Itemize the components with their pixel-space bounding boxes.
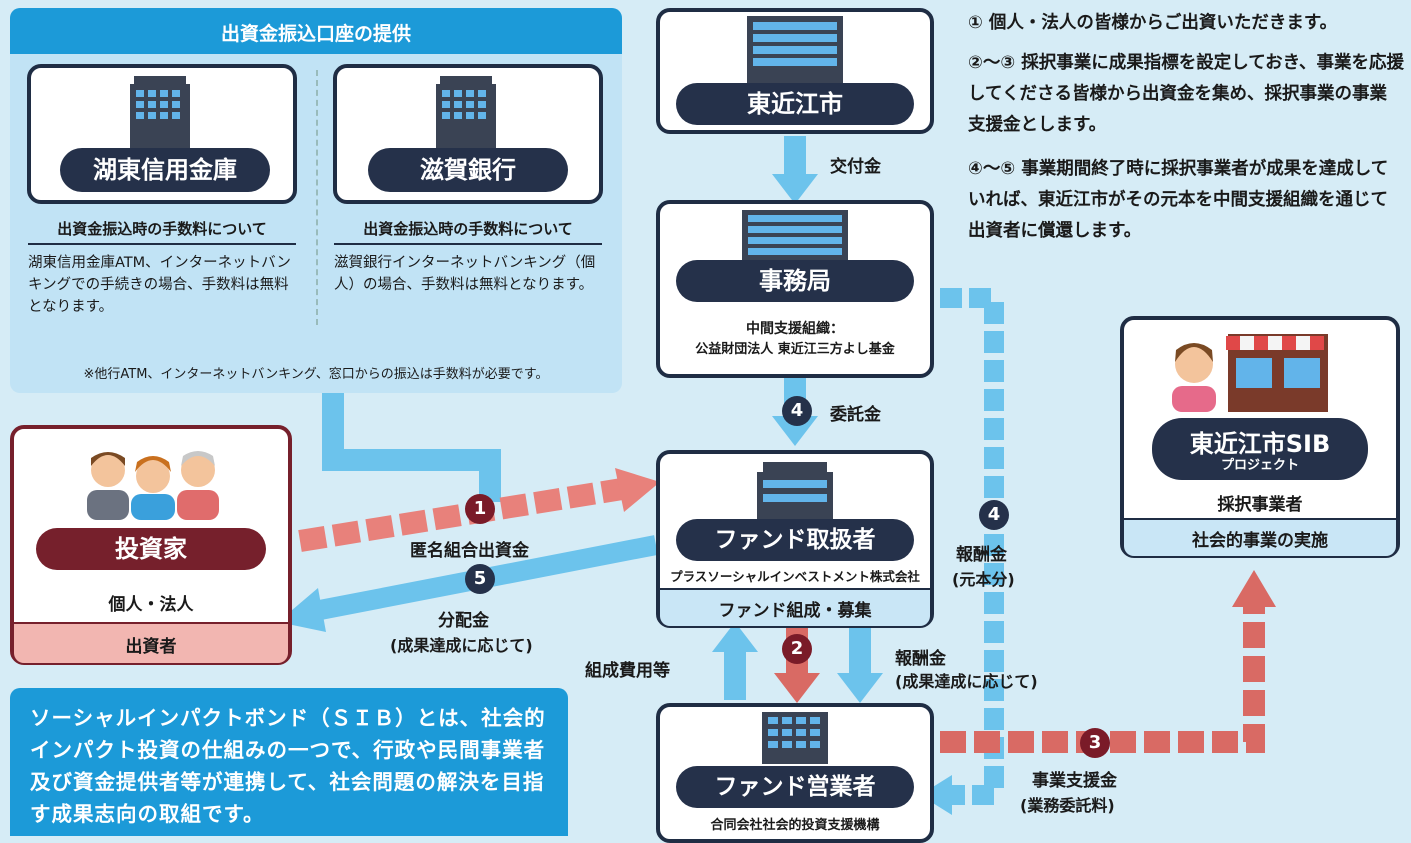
explanation-2: ②～③ 採択事業に成果指標を設定しておき、事業を応援してくださる皆様から出資金を… [968, 53, 1404, 135]
secretariat-sub2: 公益財団法人 東近江三方よし基金 [695, 342, 895, 357]
shop-owner-icon [1172, 334, 1328, 412]
bank-building-icon [130, 76, 190, 156]
marker-3: 3 [1080, 728, 1110, 758]
fee-text-shiga: 滋賀銀行インターネットバンキング（個人）の場合、手数料は無料となります。 [334, 255, 596, 293]
marker-1: 1 [465, 494, 495, 524]
bank-name-shiga: 滋賀銀行 [368, 148, 568, 192]
principal-note: (元本分) [952, 570, 1015, 589]
city-hall-icon [747, 16, 843, 86]
project-footer: 社会的事業の実施 [1192, 531, 1328, 551]
fee-heading-koto: 出資金振込時の手数料について [28, 218, 296, 245]
investor-sub: 個人・法人 [108, 595, 194, 615]
project-label-line1: 東近江市SIB [1189, 430, 1331, 458]
support-label: 事業支援金 [1032, 771, 1117, 791]
fund-handler-footer-band [660, 588, 930, 626]
grant-label: 交付金 [830, 157, 881, 177]
marker-4: 4 [782, 396, 812, 426]
sib-definition-text: ソーシャルインパクトボンド（ＳＩＢ）とは、社会的インパクト投資の仕組みの一つで、… [30, 706, 546, 826]
project-label-line2: プロジェクト [1220, 458, 1299, 473]
consign-label: 委託金 [830, 405, 881, 425]
anonymous-arrow [298, 478, 624, 552]
bank-name-koto: 湖東信用金庫 [60, 148, 270, 192]
bank-panel-header [10, 8, 622, 54]
fund-handler-footer: ファンド組成・募集 [718, 601, 872, 621]
fund-operator-label: ファンド営業者 [676, 766, 914, 808]
marker-2: 2 [782, 634, 812, 664]
reward-note: (成果達成に応じて) [895, 672, 1038, 691]
bank-note: ※他行ATM、インターネットバンキング、窓口からの振込は手数料が必要です。 [83, 367, 549, 382]
sib-definition-box [10, 688, 568, 836]
fund-operator-sub: 合同会社社会的投資支援機構 [710, 818, 880, 833]
marker-5: 5 [465, 564, 495, 594]
city-label: 東近江市 [676, 83, 914, 125]
secretariat-label: 事務局 [676, 260, 914, 302]
support-note: (業務委託料) [1020, 796, 1115, 815]
project-label [1152, 418, 1368, 480]
explanation-3: ④～⑤ 事業期間終了時に採択事業者が成果を達成していれば、東近江市がその元本を中… [968, 159, 1389, 241]
investor-footer-band [14, 622, 288, 663]
store-building-icon [757, 462, 833, 522]
office-building-icon [762, 712, 828, 764]
fee-heading-shiga: 出資金振込時の手数料について [334, 218, 602, 245]
secretariat-sub1: 中間支援組織： [746, 321, 844, 337]
fund-handler-label: ファンド取扱者 [676, 519, 914, 561]
project-sub: 採択事業者 [1217, 495, 1303, 515]
office-building-icon [742, 210, 848, 264]
bank-building-icon [436, 76, 496, 156]
bank-connector [322, 392, 501, 502]
explanation-1: ① 個人・法人の皆様からご出資いただきます。 [968, 13, 1338, 33]
reward-label: 報酬金 [895, 649, 946, 669]
principal-arrow [940, 288, 1004, 805]
fee-text-koto: 湖東信用金庫ATM、インターネットバンキングでの手続きの場合、手数料は無料となり… [28, 255, 291, 315]
investor-label: 投資家 [36, 528, 266, 570]
formation-label: 組成費用等 [585, 661, 670, 681]
marker-4-principal: 4 [979, 500, 1009, 530]
dividend-note: (成果達成に応じて) [390, 636, 533, 655]
people-icon [87, 451, 219, 520]
dividend-label: 分配金 [438, 611, 489, 631]
bank-panel-title: 出資金振込口座の提供 [220, 23, 411, 45]
anonymous-label: 匿名組合出資金 [410, 541, 529, 561]
bank-divider [316, 70, 318, 325]
fund-handler-sub: プラスソーシャルインベストメント株式会社 [670, 569, 920, 584]
project-footer-band [1124, 518, 1396, 556]
investor-footer: 出資者 [125, 637, 177, 657]
principal-label: 報酬金 [956, 545, 1007, 565]
support-arrow [940, 605, 1265, 753]
